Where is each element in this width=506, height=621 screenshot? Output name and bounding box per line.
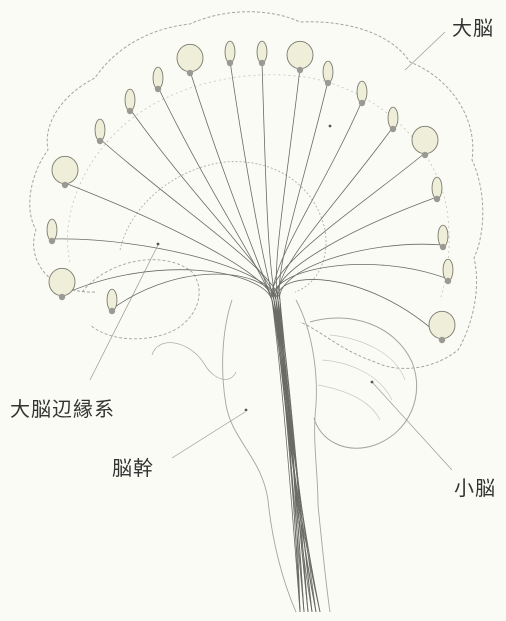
neuron-bulb-large [177, 44, 203, 76]
neuron-fiber [278, 280, 442, 612]
neuron-bulb-small [357, 81, 367, 106]
marker-dot [157, 243, 160, 246]
leader-cerebellum [372, 382, 452, 470]
neuron-bulb-small [225, 41, 235, 66]
neuron-bulb-large [412, 126, 438, 158]
label-cerebrum: 大脳 [452, 12, 494, 41]
neuron-bulb-small [47, 219, 57, 244]
cerebrum-outline [30, 12, 483, 369]
neuron-bulb-small [388, 107, 398, 132]
neuron-bulb-large [49, 268, 75, 300]
neuron-bulb-small [443, 259, 453, 284]
cerebellum-folia [318, 335, 405, 420]
neuron-bulb-small [125, 89, 135, 114]
label-cerebellum: 小脳 [454, 472, 496, 501]
neuron-bulb-small [107, 289, 117, 314]
neuron-fiber [52, 239, 304, 612]
temporal-lobe-outline [82, 260, 199, 339]
leader-limbic [90, 245, 158, 380]
cerebellum-outline [310, 318, 417, 448]
neuron-bulb-small [323, 61, 333, 86]
neuron-bulb-small [438, 225, 448, 250]
neuron-bulb-small [257, 41, 267, 66]
neuron-fiber [130, 109, 304, 612]
neuron-fiber [230, 61, 304, 612]
marker-dot [371, 381, 374, 384]
neuron-fiber [277, 127, 393, 612]
neuron-bulb-large [52, 156, 78, 188]
neuron-bulb-large [287, 41, 313, 73]
neuron-bulb-small [95, 119, 105, 144]
leader-cerebrum [405, 32, 445, 70]
label-brainstem: 脳幹 [112, 452, 154, 481]
marker-dot [245, 409, 248, 412]
marker-dot [329, 125, 332, 128]
neuron-bulb-large [429, 311, 455, 343]
neuron-bulb-small [153, 67, 163, 92]
label-limbic-system: 大脳辺縁系 [10, 393, 115, 422]
leader-brainstem [172, 412, 245, 458]
neuron-fiber-bundle [52, 61, 448, 612]
